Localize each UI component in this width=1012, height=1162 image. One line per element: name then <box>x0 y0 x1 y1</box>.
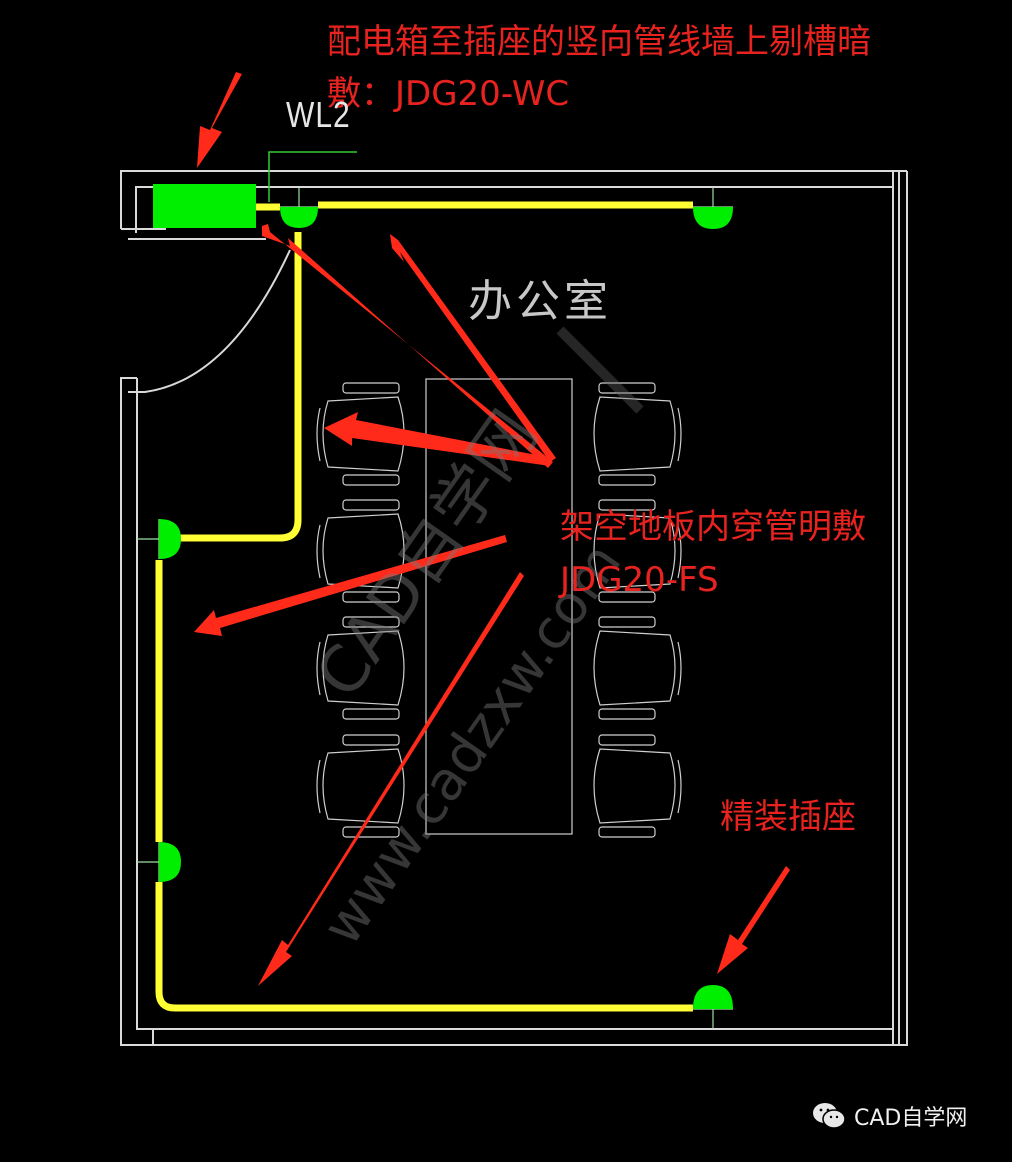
outlet-top-left <box>280 188 318 228</box>
brand-logo: CAD自学网 <box>812 1100 967 1132</box>
annotation-middle-line2: JDG20-FS <box>560 560 719 600</box>
outlets <box>137 187 733 1029</box>
chairs <box>316 382 682 838</box>
annotation-top-line2: 敷：JDG20-WC <box>327 74 570 114</box>
watermark-shapes <box>556 326 644 414</box>
distribution-box <box>153 184 256 228</box>
walls <box>120 170 908 1046</box>
annotation-arrows <box>194 72 790 986</box>
annotation-middle-line1: 架空地板内穿管明敷 <box>560 507 866 547</box>
outlet-left-lower <box>137 842 181 882</box>
conference-table <box>425 378 573 835</box>
annotation-outlet-label: 精装插座 <box>720 797 856 837</box>
conduits <box>155 201 693 1012</box>
circuit-leader <box>268 151 357 202</box>
room-name: 办公室 <box>468 276 612 327</box>
annotation-top-line1: 配电箱至插座的竖向管线墙上剔槽暗 <box>327 22 871 62</box>
outlet-top-right <box>693 187 733 229</box>
circuit-tag: WL2 <box>286 96 351 136</box>
outlet-bottom-right <box>693 985 733 1029</box>
outlet-left-upper <box>137 519 181 559</box>
logo-text: CAD自学网 <box>854 1106 968 1131</box>
wechat-icon <box>813 1103 846 1129</box>
